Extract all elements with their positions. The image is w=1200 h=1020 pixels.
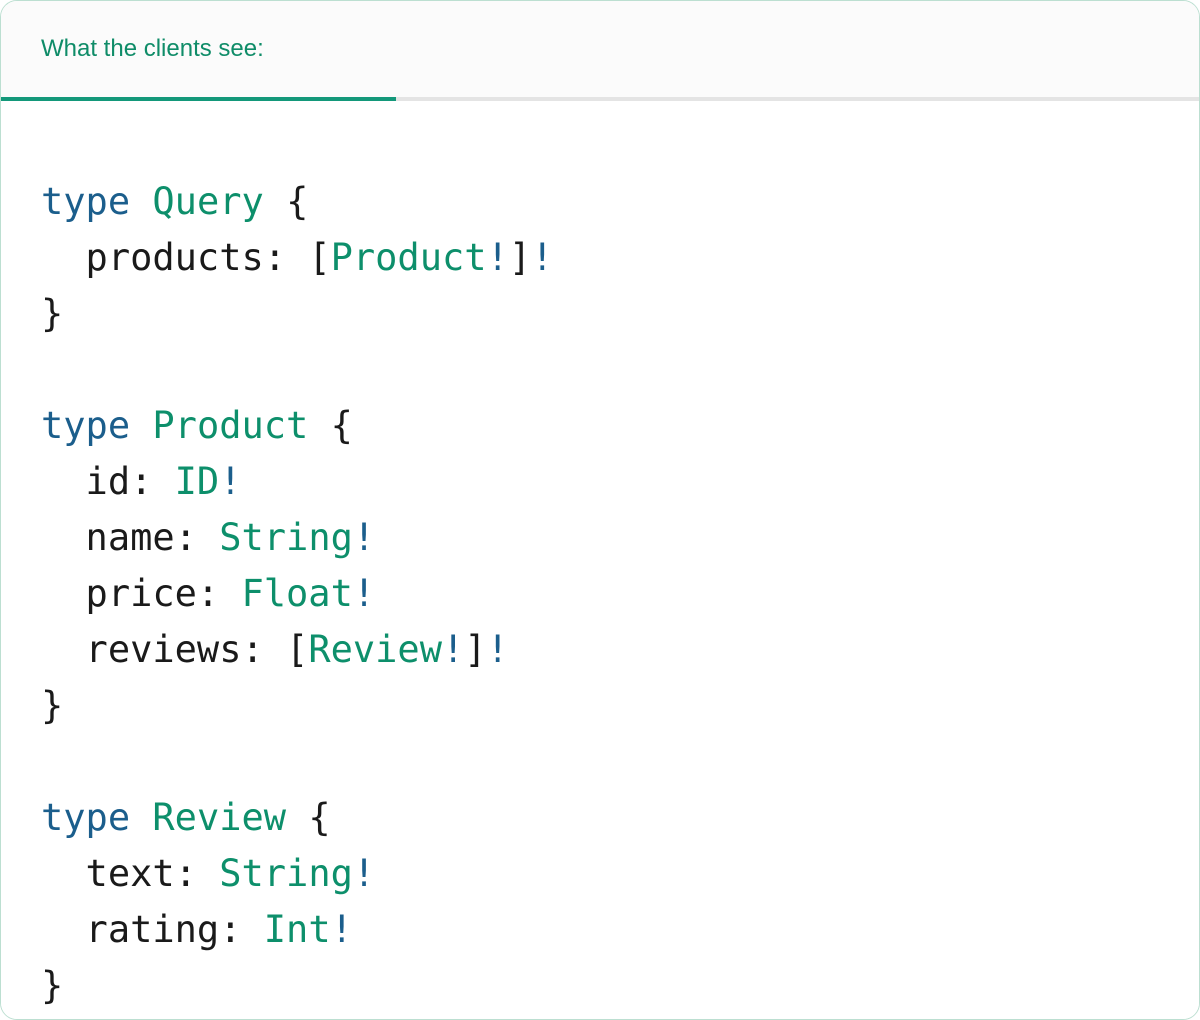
code-line-product-name: name: String! (41, 510, 553, 566)
panel-title: What the clients see: (41, 35, 264, 62)
code-token-type: Query (152, 180, 264, 223)
code-token-bang: ! (330, 908, 353, 951)
code-token-plain (308, 404, 330, 447)
code-token-plain (130, 796, 152, 839)
code-token-field: id: (41, 460, 175, 503)
code-line-query-close: } (41, 286, 553, 342)
code-token-type: ID (174, 460, 220, 503)
code-token-bang: ! (441, 628, 465, 671)
code-token-punc: { (330, 404, 353, 447)
code-token-plain (130, 180, 152, 223)
code-token-punc: [ (286, 628, 309, 671)
code-token-bang: ! (531, 236, 554, 279)
code-line-review-open: type Review { (41, 790, 553, 846)
code-token-type: Float (241, 572, 353, 615)
code-line-product-close: } (41, 678, 553, 734)
code-line-blank-1 (41, 342, 553, 398)
code-token-kw: type (41, 404, 131, 447)
code-token-punc: [ (308, 236, 331, 279)
code-token-type: Int (263, 908, 331, 951)
code-line-query-open: type Query { (41, 174, 553, 230)
code-token-punc: ] (508, 236, 532, 279)
code-token-type: Review (152, 796, 287, 839)
code-line-product-id: id: ID! (41, 454, 553, 510)
code-token-bang: ! (352, 516, 376, 559)
code-token-field: rating: (41, 908, 264, 951)
code-token-punc: ] (464, 628, 487, 671)
code-token-punc: { (286, 180, 309, 223)
code-token-type: String (219, 852, 353, 895)
code-token-type: Product (152, 404, 309, 447)
code-token-field: products: (41, 236, 309, 279)
code-line-review-text: text: String! (41, 846, 553, 902)
header-divider (1, 97, 1199, 101)
code-token-punc: } (41, 964, 64, 1007)
code-token-type: Review (308, 628, 442, 671)
code-line-review-rating: rating: Int! (41, 902, 553, 958)
code-token-punc: } (41, 684, 64, 727)
graphql-schema-code: type Query { products: [Product!]!} type… (41, 174, 553, 1014)
code-token-plain (41, 348, 63, 391)
code-token-field: name: (41, 516, 220, 559)
code-token-type: Product (330, 236, 487, 279)
code-token-field: reviews: (41, 628, 287, 671)
code-token-plain (41, 740, 63, 783)
code-line-review-close: } (41, 958, 553, 1014)
active-tab-underline (1, 97, 396, 101)
code-token-bang: ! (352, 852, 376, 895)
code-token-punc: { (308, 796, 331, 839)
code-token-plain (286, 796, 308, 839)
code-token-field: price: (41, 572, 242, 615)
code-token-punc: } (41, 292, 64, 335)
code-token-bang: ! (219, 460, 242, 503)
code-line-blank-2 (41, 734, 553, 790)
code-token-bang: ! (486, 236, 509, 279)
code-line-product-open: type Product { (41, 398, 553, 454)
code-area: type Query { products: [Product!]!} type… (1, 101, 1199, 1019)
code-token-bang: ! (352, 572, 376, 615)
panel-header: What the clients see: (1, 1, 1199, 101)
code-token-plain (264, 180, 286, 223)
code-token-kw: type (41, 796, 131, 839)
code-line-product-reviews: reviews: [Review!]! (41, 622, 553, 678)
code-token-type: String (219, 516, 353, 559)
code-token-kw: type (41, 180, 131, 223)
code-token-bang: ! (486, 628, 509, 671)
code-token-plain (130, 404, 152, 447)
code-line-product-price: price: Float! (41, 566, 553, 622)
code-line-query-products: products: [Product!]! (41, 230, 554, 286)
code-token-field: text: (41, 852, 220, 895)
